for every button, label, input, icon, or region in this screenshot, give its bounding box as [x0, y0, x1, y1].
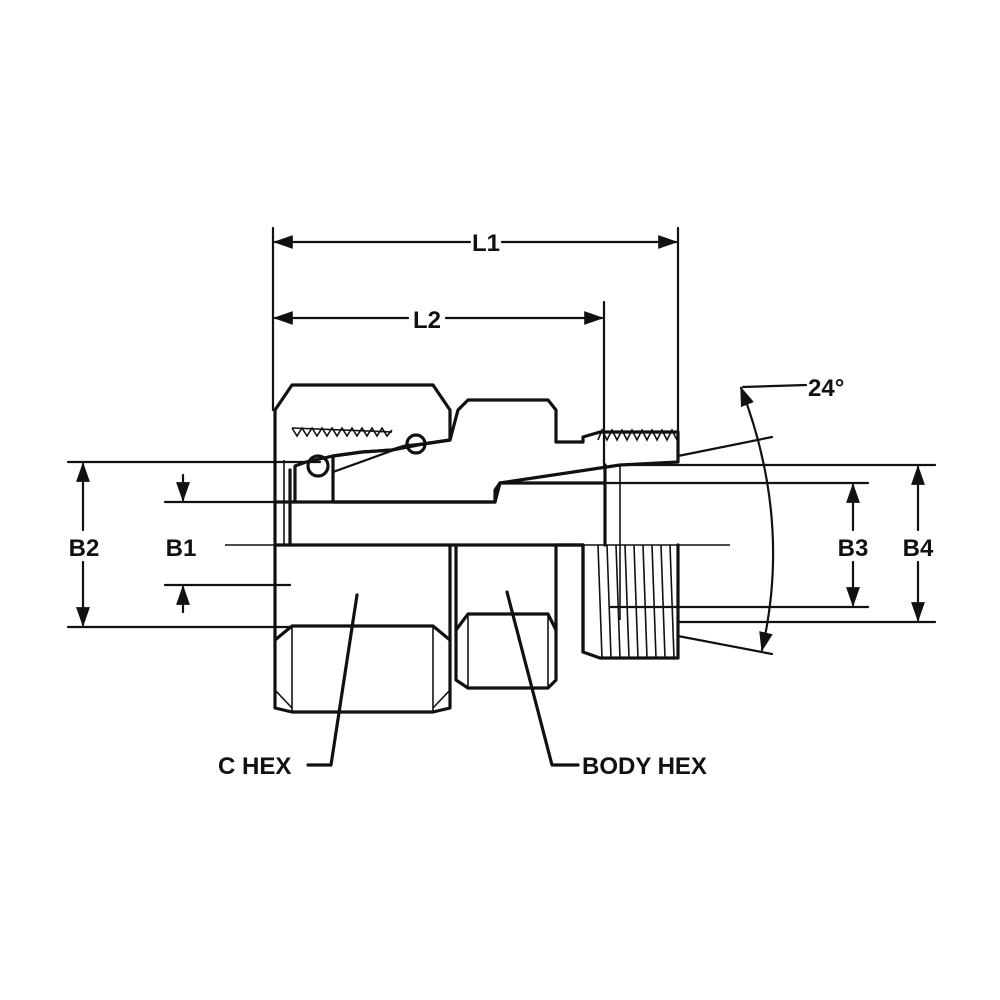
label-l2: L2	[413, 307, 441, 334]
thread-stud	[554, 543, 680, 660]
dimension-b4: B4	[618, 463, 937, 624]
dimension-b3: B3	[603, 481, 870, 609]
label-c-hex: C HEX	[218, 753, 291, 780]
body-hex	[454, 543, 558, 690]
c-hex-nut	[273, 543, 452, 714]
body-section	[331, 398, 680, 504]
label-b4: B4	[903, 535, 934, 562]
label-b1: B1	[166, 535, 197, 562]
nut-section	[273, 383, 452, 547]
label-body-hex: BODY HEX	[582, 753, 707, 780]
body-thread	[597, 428, 678, 442]
cutting-ring-ball	[306, 454, 330, 478]
dimension-l1: L1	[271, 226, 680, 434]
label-l1: L1	[472, 230, 500, 257]
dimension-b2: B2	[66, 460, 322, 629]
sealing-ring-ball	[405, 433, 427, 455]
label-angle: 24°	[808, 375, 844, 402]
label-b3: B3	[838, 535, 869, 562]
dimension-angle: 24°	[676, 375, 844, 656]
leader-body-hex: BODY HEX	[505, 590, 707, 780]
label-b2: B2	[69, 535, 100, 562]
dimension-b1: B1	[163, 473, 292, 614]
leader-c-hex: C HEX	[218, 593, 359, 780]
nut-thread	[291, 426, 393, 438]
dimension-l2: L2	[273, 300, 606, 467]
